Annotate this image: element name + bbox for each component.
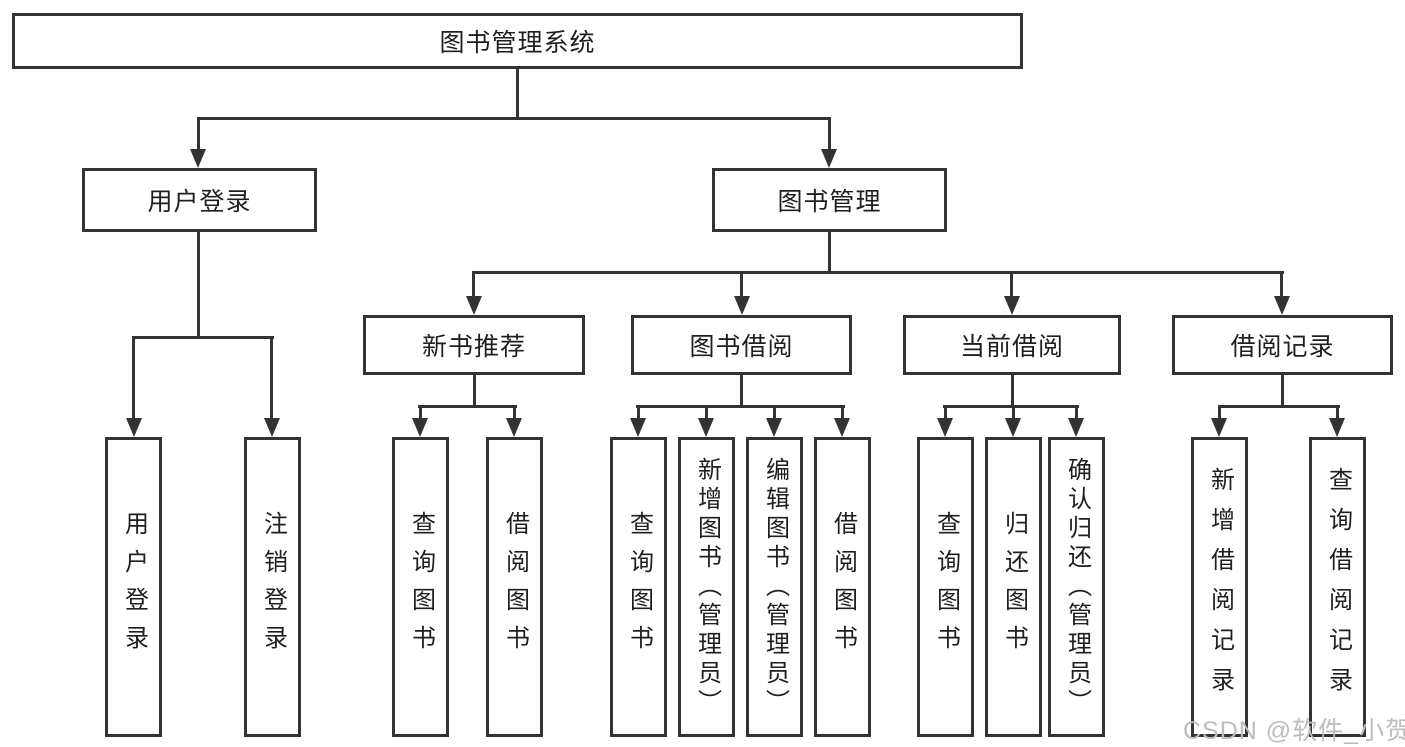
node-query-books-recommend: 查询图书	[392, 437, 449, 737]
connector-line	[132, 336, 135, 422]
connector-line	[513, 405, 516, 422]
connector-line	[740, 373, 743, 407]
node-current-borrowing: 当前借阅	[903, 315, 1121, 375]
node-new-book-recommendation: 新书推荐	[363, 315, 585, 375]
connector-line	[773, 405, 776, 422]
node-add-books-admin: 新增图书（管理员）	[678, 437, 735, 737]
watermark: CSDN @软件_小贺同学	[1183, 717, 1405, 745]
node-library-management-system: 图书管理系统	[12, 13, 1023, 69]
arrow-down-icon	[466, 296, 482, 315]
arrow-down-icon	[630, 418, 646, 437]
arrow-down-icon	[834, 418, 850, 437]
connector-line	[944, 405, 947, 422]
connector-line	[636, 405, 845, 408]
connector-line	[132, 336, 274, 339]
node-add-borrow-record: 新增借阅记录	[1191, 437, 1248, 737]
connector-line	[197, 117, 831, 120]
node-logout: 注销登录	[244, 437, 301, 737]
node-return-books: 归还图书	[985, 437, 1042, 737]
connector-line	[197, 117, 200, 153]
connector-line	[1218, 405, 1221, 422]
node-confirm-return-admin: 确认归还（管理员）	[1048, 437, 1105, 737]
connector-line	[1336, 405, 1339, 422]
connector-line	[419, 405, 422, 422]
arrow-down-icon	[1005, 418, 1021, 437]
node-borrow-books: 借阅图书	[814, 437, 871, 737]
connector-line	[637, 405, 640, 422]
connector-line	[705, 405, 708, 422]
node-borrow-books-recommend: 借阅图书	[486, 437, 543, 737]
arrow-down-icon	[1004, 296, 1020, 315]
connector-line	[197, 231, 200, 338]
arrow-down-icon	[1068, 418, 1084, 437]
node-query-borrow-record: 查询借阅记录	[1309, 437, 1366, 737]
arrow-down-icon	[821, 149, 837, 168]
connector-line	[1012, 405, 1015, 422]
node-query-books-borrowing: 查询图书	[610, 437, 667, 737]
node-book-borrowing: 图书借阅	[631, 315, 852, 375]
node-user-login-leaf: 用户登录	[105, 437, 162, 737]
connector-line	[1281, 373, 1284, 407]
arrow-down-icon	[126, 418, 142, 437]
arrow-down-icon	[734, 296, 750, 315]
connector-line	[1075, 405, 1078, 422]
arrow-down-icon	[766, 418, 782, 437]
connector-line	[740, 271, 743, 299]
connector-line	[841, 405, 844, 422]
connector-line	[828, 231, 831, 273]
connector-line	[270, 336, 273, 422]
connector-line	[1218, 405, 1340, 408]
connector-line	[472, 271, 1284, 274]
connector-line	[516, 69, 519, 119]
connector-line	[943, 405, 1079, 408]
connector-line	[1011, 373, 1014, 407]
node-user-login: 用户登录	[82, 168, 317, 232]
arrow-down-icon	[506, 418, 522, 437]
node-book-management: 图书管理	[712, 168, 947, 232]
arrow-down-icon	[412, 418, 428, 437]
connector-line	[473, 373, 476, 407]
arrow-down-icon	[698, 418, 714, 437]
node-borrowing-records: 借阅记录	[1172, 315, 1393, 375]
connector-line	[1010, 271, 1013, 299]
connector-line	[828, 117, 831, 153]
connector-line	[1280, 271, 1283, 299]
arrow-down-icon	[1274, 296, 1290, 315]
arrow-down-icon	[1211, 418, 1227, 437]
arrow-down-icon	[190, 149, 206, 168]
arrow-down-icon	[1329, 418, 1345, 437]
arrow-down-icon	[264, 418, 280, 437]
node-query-books-current: 查询图书	[917, 437, 974, 737]
connector-line	[418, 405, 517, 408]
node-edit-books-admin: 编辑图书（管理员）	[746, 437, 803, 737]
arrow-down-icon	[937, 418, 953, 437]
connector-line	[472, 271, 475, 299]
